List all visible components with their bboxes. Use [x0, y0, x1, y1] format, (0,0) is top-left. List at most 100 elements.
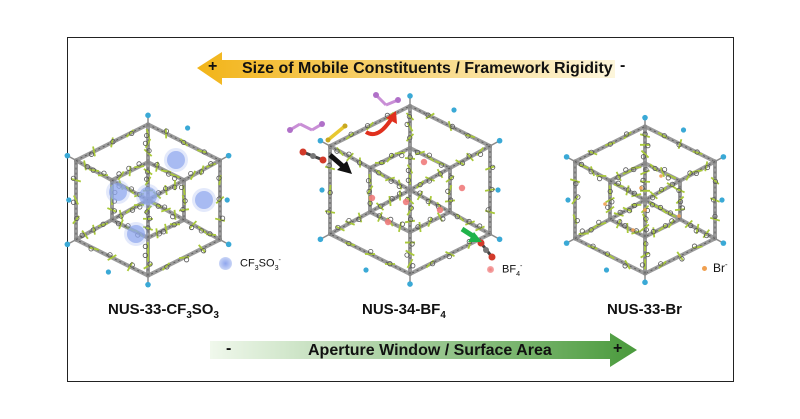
- legend-cf3so3: CF3SO3-: [219, 256, 281, 272]
- aromatic-ring: [669, 181, 675, 187]
- aromatic-ring: [415, 224, 421, 230]
- linker-fragment: [578, 232, 589, 235]
- framework-strut-detail: [574, 218, 611, 239]
- aromatic-ring: [415, 149, 421, 156]
- linker-fragment: [709, 216, 721, 222]
- linker-fragment: [704, 161, 709, 172]
- aromatic-ring: [667, 210, 674, 216]
- aromatic-ring: [118, 213, 124, 219]
- linker-fragment: [215, 196, 225, 204]
- aromatic-ring: [425, 112, 431, 118]
- framework-strut-detail: [609, 199, 646, 220]
- linker-fragment: [406, 122, 414, 132]
- aromatic-ring: [379, 159, 385, 166]
- aromatic-ring: [649, 202, 656, 208]
- aromatic-ring: [661, 133, 667, 139]
- legend-bf4: BF4-: [487, 262, 522, 278]
- metal-node: [565, 197, 571, 203]
- aromatic-ring: [657, 204, 664, 211]
- metal-node: [363, 267, 369, 273]
- metal-node: [496, 137, 503, 144]
- aromatic-ring: [712, 178, 718, 185]
- linker-fragment: [125, 186, 135, 195]
- linker-fragment: [197, 225, 207, 234]
- linker-fragment: [92, 224, 96, 235]
- aromatic-ring: [404, 252, 410, 258]
- aromatic-ring: [144, 209, 150, 215]
- linker-fragment: [658, 205, 667, 214]
- aromatic-ring: [125, 223, 131, 229]
- framework-label-bf4: NUS-34-BF4: [362, 301, 446, 321]
- aromatic-ring: [154, 162, 160, 168]
- aromatic-ring: [694, 149, 700, 155]
- aromatic-ring: [609, 199, 615, 205]
- aromatic-ring: [74, 215, 80, 222]
- framework-strut-detail: [679, 161, 716, 182]
- legend-symbol-bf4: [487, 266, 494, 274]
- aromatic-ring: [366, 188, 372, 195]
- linker-fragment: [569, 178, 581, 184]
- aromatic-ring: [334, 148, 340, 154]
- aromatic-ring: [622, 223, 628, 229]
- aromatic-ring: [346, 218, 352, 224]
- aromatic-ring: [357, 160, 363, 166]
- aromatic-ring: [477, 151, 484, 157]
- aromatic-ring: [200, 248, 207, 254]
- counter-ion: [603, 202, 607, 206]
- aromatic-ring: [623, 167, 629, 173]
- linker-fragment: [72, 215, 80, 225]
- bottom-arrow-minus-sign: -: [226, 340, 232, 357]
- linker-fragment: [623, 131, 632, 140]
- aromatic-ring: [573, 181, 579, 187]
- aromatic-ring: [409, 241, 415, 247]
- aromatic-ring: [142, 140, 149, 146]
- metal-node: [64, 241, 71, 248]
- aromatic-ring: [325, 209, 332, 215]
- aromatic-ring: [365, 178, 372, 184]
- linker-fragment: [173, 209, 177, 220]
- curved-arrow-icon: [364, 111, 397, 137]
- aromatic-ring: [219, 215, 226, 221]
- aromatic-ring: [607, 188, 613, 195]
- aromatic-ring: [90, 227, 96, 233]
- counter-ion: [677, 214, 681, 218]
- aromatic-ring: [88, 151, 95, 157]
- aromatic-ring: [348, 131, 354, 137]
- aromatic-ring: [144, 176, 150, 182]
- aromatic-ring: [574, 218, 580, 224]
- linker-fragment: [571, 195, 579, 205]
- linker-fragment: [455, 213, 465, 222]
- aromatic-ring: [712, 213, 718, 220]
- aromatic-ring: [100, 221, 106, 227]
- linker-fragment: [445, 251, 455, 257]
- framework-strut-detail: [644, 126, 716, 162]
- metal-node: [145, 281, 151, 288]
- aromatic-ring: [145, 225, 151, 231]
- aromatic-ring: [588, 227, 594, 233]
- framework-strut-detail: [644, 238, 716, 274]
- linker-fragment: [605, 252, 615, 260]
- aromatic-ring: [396, 183, 402, 189]
- counter-ion: [458, 184, 466, 192]
- linker-fragment: [405, 112, 415, 121]
- aromatic-ring: [631, 166, 637, 173]
- linker-fragment: [394, 151, 406, 155]
- aromatic-ring: [605, 204, 611, 210]
- counter-ion: [631, 228, 635, 232]
- top-gradient-arrow: [197, 52, 615, 85]
- hydrocarbon-molecule-icon: [325, 123, 348, 143]
- aromatic-ring: [388, 178, 394, 184]
- aromatic-ring: [485, 207, 491, 213]
- linker-fragment: [152, 201, 162, 209]
- aromatic-ring: [617, 209, 623, 215]
- aromatic-ring: [216, 196, 222, 202]
- metal-node: [407, 93, 413, 99]
- aromatic-ring: [404, 121, 410, 127]
- linker-fragment: [405, 133, 415, 142]
- linker-fragment: [142, 225, 154, 231]
- aromatic-ring: [652, 165, 658, 172]
- linker-fragment: [484, 165, 496, 171]
- aromatic-ring: [160, 229, 167, 235]
- aromatic-ring: [662, 223, 669, 229]
- aromatic-ring: [84, 164, 90, 170]
